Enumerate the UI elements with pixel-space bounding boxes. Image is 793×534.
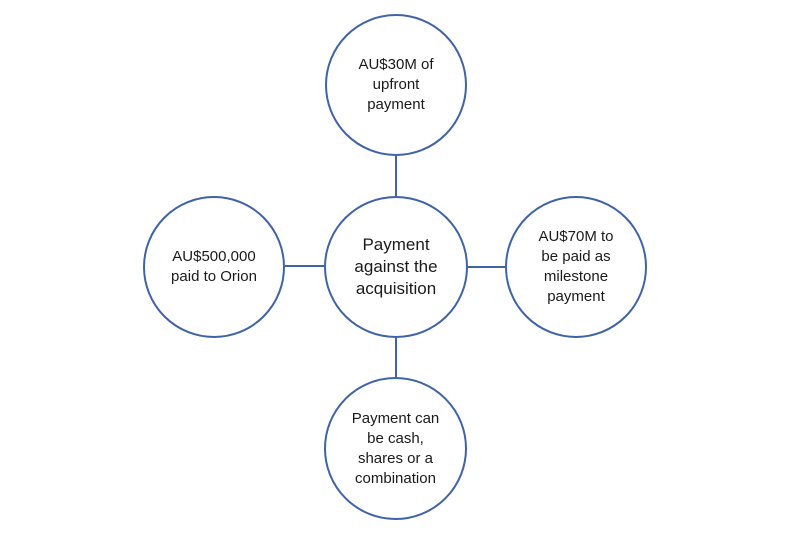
node-orion-payment-label: AU$500,000 paid to Orion (171, 248, 257, 285)
node-central-payment-label: Payment against the acquisition (354, 235, 438, 298)
node-milestone-payment: AU$70M to be paid as milestone payment (505, 196, 647, 338)
node-payment-form-label: Payment can be cash, shares or a combina… (351, 409, 440, 487)
node-upfront-payment-label: AU$30M of upfront payment (358, 56, 434, 113)
node-upfront-payment: AU$30M of upfront payment (325, 14, 467, 156)
node-central-payment: Payment against the acquisition (324, 196, 468, 338)
node-orion-payment: AU$500,000 paid to Orion (143, 196, 285, 338)
node-payment-form: Payment can be cash, shares or a combina… (324, 377, 467, 520)
node-milestone-payment-label: AU$70M to be paid as milestone payment (538, 228, 614, 305)
